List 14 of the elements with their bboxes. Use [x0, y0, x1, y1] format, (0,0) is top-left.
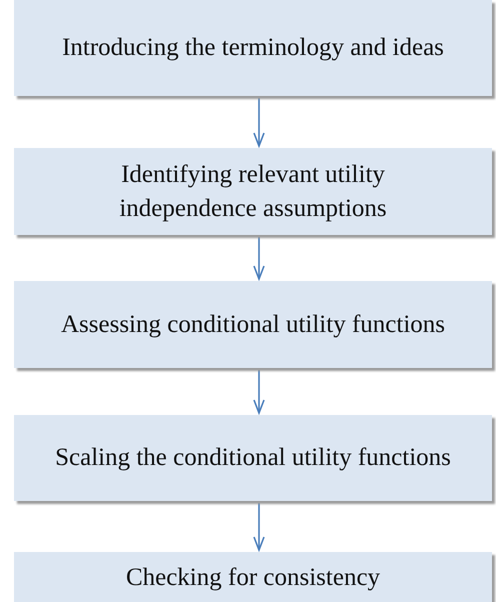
- step-text: Checking for consistency: [126, 563, 380, 593]
- arrow: [253, 370, 265, 414]
- step-text: Identifying relevant utility independence assumptions: [118, 160, 388, 224]
- step-text: Assessing conditional utility functions: [60, 310, 445, 340]
- process-box: [14, 552, 492, 602]
- process-box: [14, 281, 492, 368]
- process-box: [14, 0, 492, 96]
- arrow: [253, 503, 265, 551]
- process-box: [14, 415, 492, 501]
- step-text: Scaling the conditional utility functions: [55, 443, 451, 473]
- arrow: [253, 98, 265, 147]
- step-text: Introducing the terminology and ideas: [62, 33, 444, 63]
- arrow: [253, 237, 265, 280]
- process-box: [14, 148, 492, 235]
